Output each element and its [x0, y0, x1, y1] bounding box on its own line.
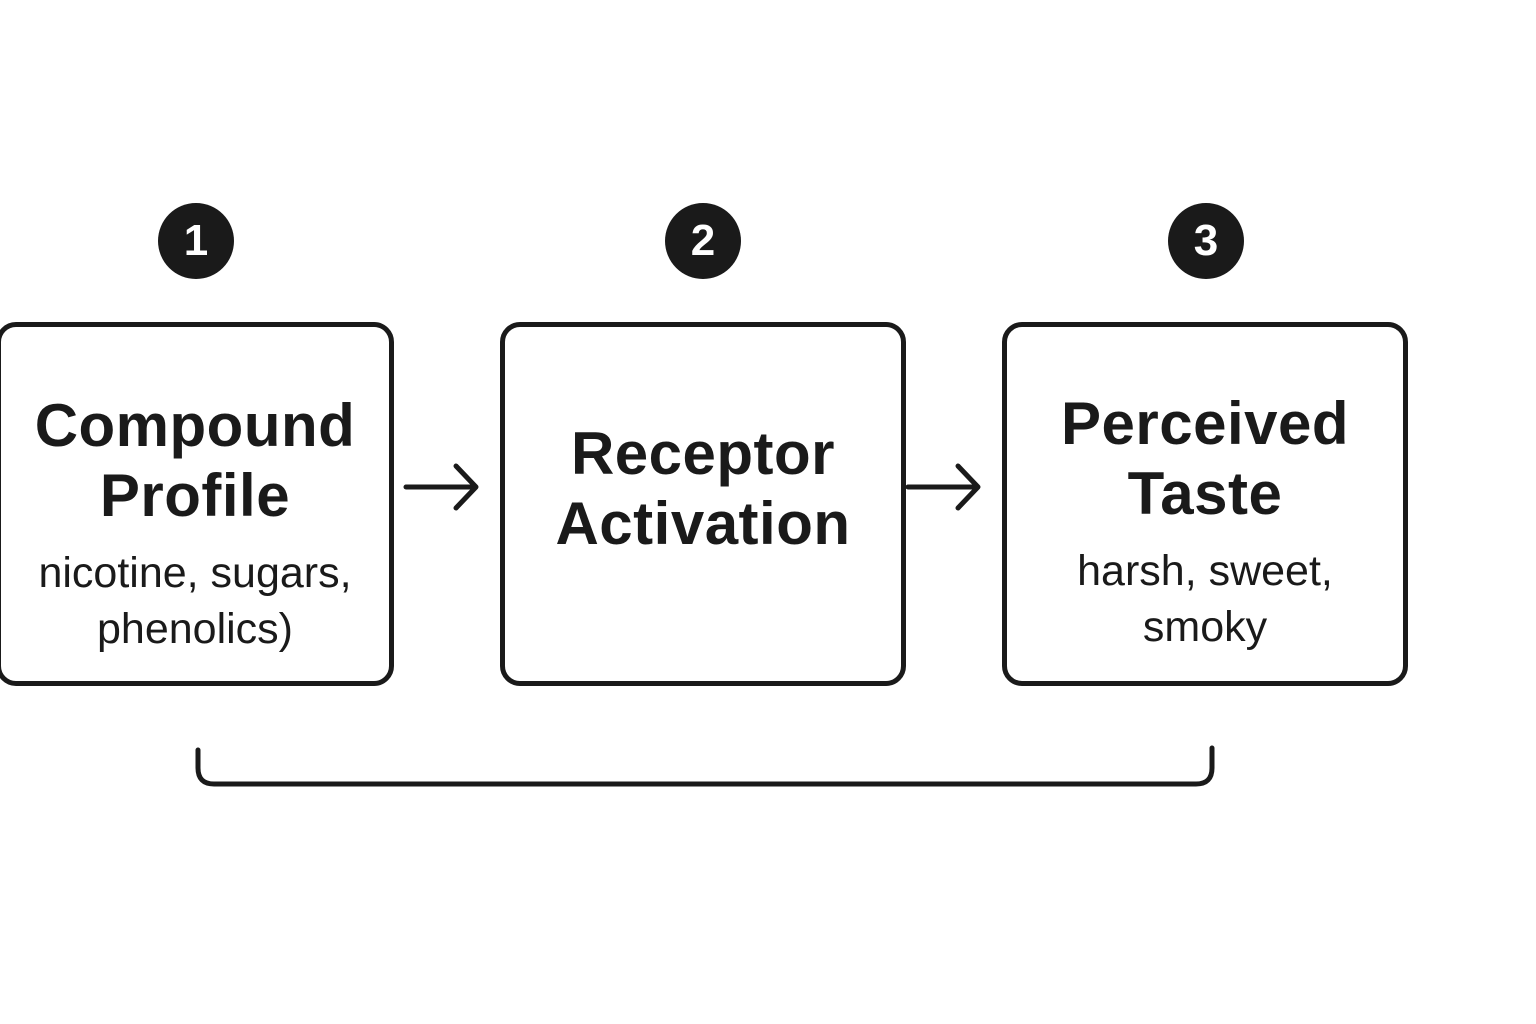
- step-2-title: Receptor Activation: [555, 420, 851, 557]
- arrow-right-icon: [403, 463, 479, 511]
- step-3-title: Perceived Taste: [1060, 390, 1350, 527]
- step-2-badge: 2: [665, 203, 741, 279]
- arrow-right-icon: [905, 463, 981, 511]
- step-2-box: Receptor Activation: [500, 322, 906, 686]
- step-1-subtitle: nicotine, sugars, phenolics): [38, 549, 352, 653]
- step-1-title: Compound Profile: [34, 392, 356, 529]
- step-3-badge: 3: [1168, 203, 1244, 279]
- bracket-connector: [195, 745, 1215, 787]
- step-3-subtitle: harsh, sweet, smoky: [1077, 547, 1333, 651]
- step-1-box: Compound Profile nicotine, sugars, pheno…: [0, 322, 394, 686]
- step-1-badge: 1: [158, 203, 234, 279]
- step-3-box: Perceived Taste harsh, sweet, smoky: [1002, 322, 1408, 686]
